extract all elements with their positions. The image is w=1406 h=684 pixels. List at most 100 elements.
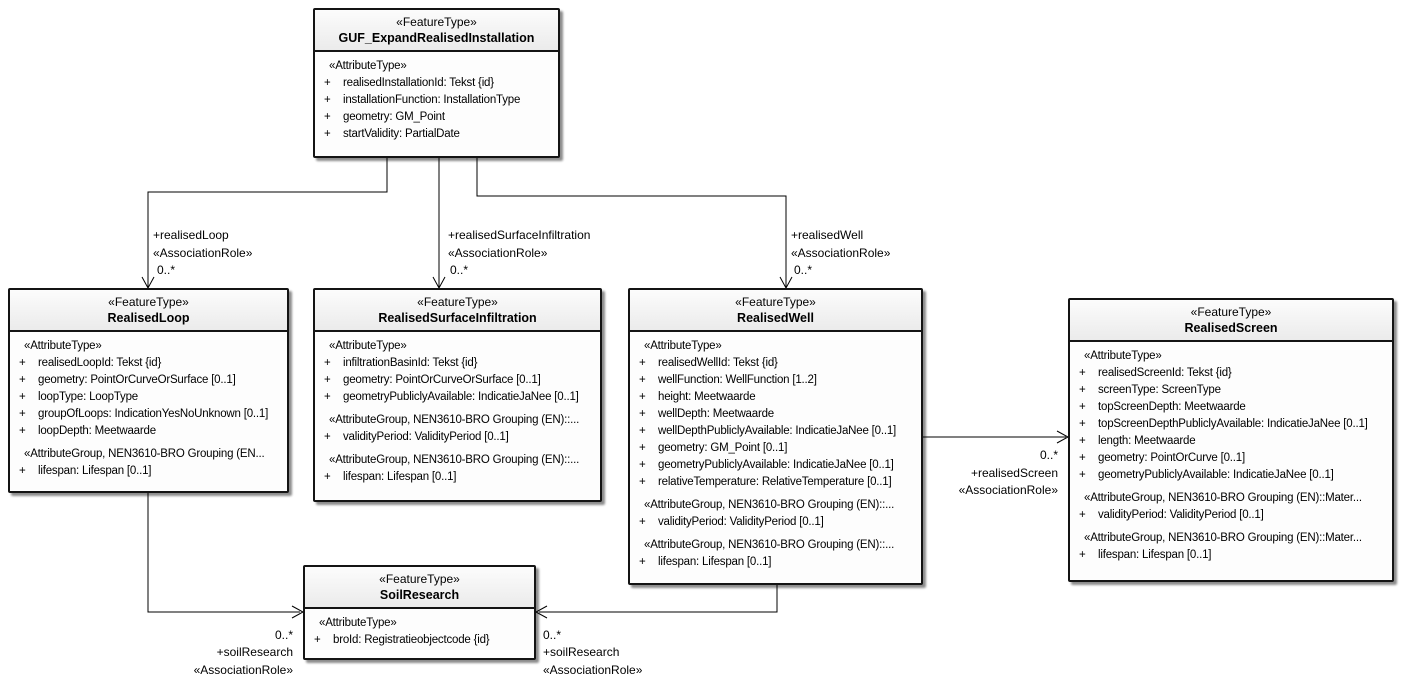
stereotype-row: «AttributeGroup, NEN3610-BRO Grouping (E… [630,497,921,514]
association-realisedScreen[interactable]: 0..*+realisedScreen«AssociationRole» [923,430,1070,497]
association-realisedLoop[interactable]: +realisedLoop«AssociationRole»0..* [141,158,388,290]
visibility-marker: + [324,391,331,403]
visibility-marker: + [324,431,331,443]
visibility-marker: + [324,77,331,89]
class-box-realisedscreen[interactable]: «FeatureType»RealisedScreen«AttributeTyp… [1068,298,1394,582]
stereotype-label: «AssociationRole» [543,663,643,677]
attribute-row[interactable]: + geometryPubliclyAvailable: IndicatieJaN… [315,389,600,406]
attribute-text: geometry: GM_Point [0..1] [658,442,788,454]
attribute-row[interactable]: +realisedWellId: Tekst {id} [630,355,921,372]
attribute-row[interactable]: +wellFunction: WellFunction [1..2] [630,372,921,389]
attribute-row[interactable]: +realisedLoopId: Tekst {id} [10,355,287,372]
attribute-row[interactable]: +wellDepthPubliclyAvailable: IndicatieJa… [630,423,921,440]
attribute-row[interactable]: +geometryPubliclyAvailable: IndicatieJaN… [630,457,921,474]
visibility-marker: + [1079,469,1086,481]
attribute-row[interactable]: +broId: Registratieobjectcode {id} [305,632,534,649]
attribute-row[interactable]: +lifespan: Lifespan [0..1] [315,469,600,486]
attribute-text: geometry: GM_Point [343,111,445,123]
attribute-row[interactable]: + topScreenDepthPubliclyAvailable: Indica… [1070,416,1392,433]
attribute-row[interactable]: +geometry: PointOrCurveOrSurface [0..1] [10,372,287,389]
attribute-text: wellDepthPubliclyAvailable: IndicatieJaN… [658,425,897,437]
attribute-row[interactable]: +loopDepth: Meetwaarde [10,423,287,440]
attribute-row[interactable]: +validityPeriod: ValidityPeriod [0..1] [630,514,921,531]
visibility-marker: + [639,459,646,471]
attribute-row[interactable]: +geometry: PointOrCurve [0..1] [1070,450,1392,467]
attribute-text: loopType: LoopType [38,391,138,403]
class-header: «FeatureType»RealisedSurfaceInfiltration [315,290,600,332]
attribute-text: validityPeriod: ValidityPeriod [0..1] [1098,509,1264,521]
attribute-row[interactable]: +length: Meetwaarde [1070,433,1392,450]
visibility-marker: + [324,357,331,369]
attribute-text: wellDepth: Meetwaarde [658,408,774,420]
attribute-row[interactable]: +relativeTemperature: RelativeTemperatur… [630,474,921,491]
association-line[interactable] [147,158,388,287]
attribute-row[interactable]: +startValidity: PartialDate [315,126,558,143]
stereotype-text: «AttributeType» [319,617,397,629]
class-box-realisedwell[interactable]: «FeatureType»RealisedWell«AttributeType»… [628,288,923,585]
visibility-marker: + [19,465,26,477]
stereotype-row: «AttributeType» [315,338,600,355]
attribute-text: geometry: PointOrCurveOrSurface [0..1] [38,374,236,386]
attribute-row[interactable]: +geometry: PointOrCurveOrSurface [0..1] [315,372,600,389]
association-soilResearch-from-realisedLoop[interactable]: 0..*+soilResearch«AssociationRole» [147,493,305,677]
attribute-text: loopDepth: Meetwaarde [38,425,156,437]
visibility-marker: + [1079,418,1086,430]
stereotype-row: «AttributeType» [630,338,921,355]
attribute-row[interactable]: +infiltrationBasinId: Tekst {id} [315,355,600,372]
class-box-realisedsurfaceinfiltration[interactable]: «FeatureType»RealisedSurfaceInfiltration… [313,288,602,502]
attribute-row[interactable]: + lifespan: Lifespan [0..1] [10,463,287,480]
attribute-row[interactable]: +groupOfLoops: IndicationYesNoUnknown [0… [10,406,287,423]
stereotype-label: «AssociationRole» [959,483,1059,497]
stereotype-row: «AttributeGroup, NEN3610-BRO Grouping (E… [315,412,600,429]
visibility-marker: + [639,391,646,403]
attribute-row[interactable]: +validityPeriod: ValidityPeriod [0..1] [315,429,600,446]
attribute-row[interactable]: +topScreenDepth: Meetwaarde [1070,399,1392,416]
attribute-row[interactable]: +loopType: LoopType [10,389,287,406]
attribute-row[interactable]: +installationFunction: InstallationType [315,92,558,109]
association-line[interactable] [147,493,300,613]
attribute-text: geometry: PointOrCurve [0..1] [1098,452,1245,464]
stereotype-text: «AttributeGroup, NEN3610-BRO Grouping (E… [24,448,265,460]
attribute-text: length: Meetwaarde [1098,435,1196,447]
visibility-marker: + [324,94,331,106]
role-name-label: +realisedLoop [153,228,229,242]
association-soilResearch-from-realisedWell[interactable]: 0..*+soilResearch«AssociationRole» [534,585,778,677]
attribute-row[interactable]: + geometry: GM_Point [315,109,558,126]
attribute-row[interactable]: +geometry: GM_Point [0..1] [630,440,921,457]
association-realisedSurfaceInfiltration[interactable]: +realisedSurfaceInfiltration«Association… [432,158,590,290]
class-name: GUF_ExpandRealisedInstallation [338,31,535,45]
attribute-row[interactable]: +height: Meetwaarde [630,389,921,406]
attribute-compartment: «AttributeType»+realisedWellId: Tekst {i… [630,332,921,571]
class-box-guf-expandrealisedinstallation[interactable]: «FeatureType» GUF_ExpandRealisedInstallat… [313,8,560,158]
attribute-compartment: «AttributeType»+infiltrationBasinId: Tek… [315,332,600,486]
association-realisedWell[interactable]: +realisedWell«AssociationRole»0..* [476,158,891,290]
visibility-marker: + [324,111,331,123]
visibility-marker: + [324,128,331,140]
attribute-row[interactable]: +validityPeriod: ValidityPeriod [0..1] [1070,507,1392,524]
attribute-text: lifespan: Lifespan [0..1] [38,465,152,477]
association-line[interactable] [476,158,787,287]
association-line[interactable] [539,585,778,613]
attribute-text: lifespan: Lifespan [0..1] [658,556,772,568]
visibility-marker: + [1079,384,1086,396]
attribute-row[interactable]: +geometryPubliclyAvailable: IndicatieJaN… [1070,467,1392,484]
role-name-label: +soilResearch [543,645,619,659]
class-box-soilresearch[interactable]: «FeatureType»SoilResearch«AttributeType»… [303,565,536,660]
stereotype-text: «AttributeGroup, NEN3610-BRO Grouping (E… [1084,492,1362,504]
attribute-text: topScreenDepthPubliclyAvailable: Indicat… [1098,418,1368,430]
attribute-row[interactable]: +realisedInstallationId: Tekst {id} [315,75,558,92]
multiplicity-label: 0..* [1040,448,1058,462]
class-box-realisedloop[interactable]: «FeatureType»RealisedLoop«AttributeType»… [8,288,289,493]
attribute-row[interactable]: +realisedScreenId: Tekst {id} [1070,365,1392,382]
stereotype-label: «AssociationRole» [791,246,891,260]
class-stereotype: «FeatureType» [396,15,477,29]
stereotype-row: «AttributeType» [10,338,287,355]
attribute-row[interactable]: +lifespan: Lifespan [0..1] [630,554,921,571]
attribute-row[interactable]: +screenType: ScreenType [1070,382,1392,399]
attribute-text: geometryPubliclyAvailable: IndicatieJaNe… [343,391,579,403]
attribute-row[interactable]: +wellDepth: Meetwaarde [630,406,921,423]
multiplicity-label: 0..* [794,263,812,277]
attribute-row[interactable]: +lifespan: Lifespan [0..1] [1070,547,1392,564]
visibility-marker: + [324,471,331,483]
